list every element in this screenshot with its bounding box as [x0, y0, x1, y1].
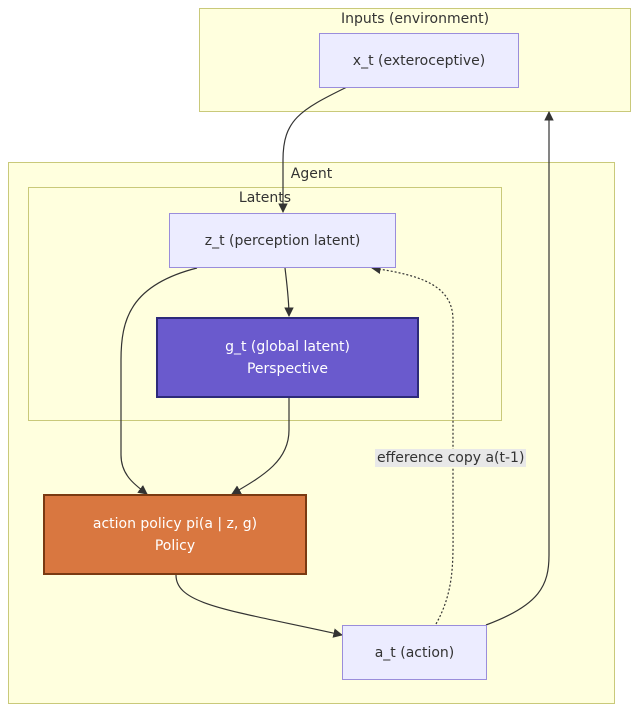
node-a-t-label: a_t (action) [374, 644, 455, 661]
node-x-t[interactable]: x_t (exteroceptive) [319, 33, 519, 88]
edge-policy-to-action [175, 574, 343, 638]
node-z-t-label: z_t (perception latent) [204, 232, 361, 249]
edge-z-to-g [284, 267, 294, 317]
node-g-t-line2: Perspective [246, 360, 329, 377]
edge-z-to-policy [120, 267, 198, 495]
cluster-agent-label: Agent [290, 166, 333, 182]
node-a-t[interactable]: a_t (action) [342, 625, 487, 680]
node-z-t[interactable]: z_t (perception latent) [169, 213, 396, 268]
edge-action-to-inputs [485, 111, 554, 626]
node-policy[interactable]: action policy pi(a | z, g) Policy [43, 494, 307, 575]
node-g-t[interactable]: g_t (global latent) Perspective [156, 317, 419, 398]
efference-copy-label: efference copy a(t-1) [375, 449, 527, 467]
node-policy-line1: action policy pi(a | z, g) [92, 515, 258, 532]
edge-g-to-policy [231, 398, 290, 495]
cluster-latents-label: Latents [238, 190, 292, 206]
node-policy-line2: Policy [154, 537, 196, 554]
edge-x-to-z [278, 86, 348, 213]
node-x-t-label: x_t (exteroceptive) [352, 52, 486, 69]
cluster-inputs-label: Inputs (environment) [340, 11, 490, 27]
cluster-inputs: Inputs (environment) [199, 8, 631, 112]
node-g-t-line1: g_t (global latent) [225, 338, 350, 355]
